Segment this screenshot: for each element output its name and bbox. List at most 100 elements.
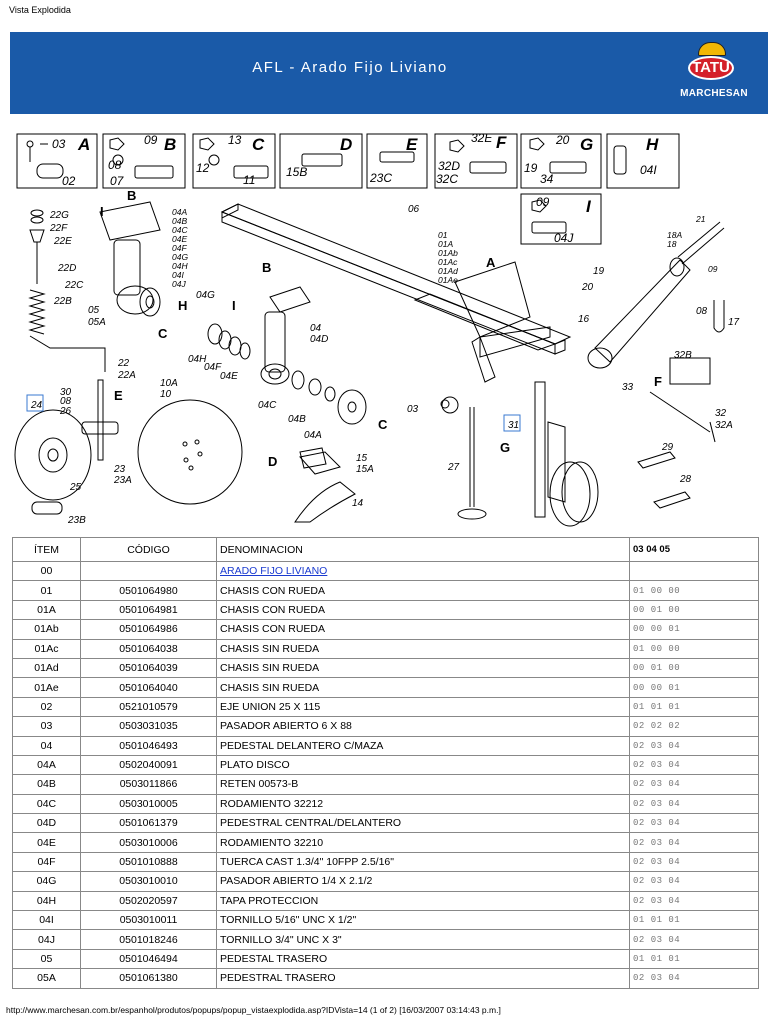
- svg-text:32: 32: [715, 408, 727, 419]
- svg-text:01Ab: 01Ab: [438, 248, 458, 258]
- svg-text:27: 27: [447, 462, 460, 473]
- cell-quantity: 02 03 04: [629, 774, 759, 795]
- cell-quantity: 00 00 01: [629, 619, 759, 640]
- cell-quantity: 01 00 00: [629, 580, 759, 601]
- detail-box-D: [279, 133, 363, 189]
- svg-text:32B: 32B: [674, 350, 692, 361]
- cell-name: EJE UNION 25 X 115: [216, 696, 630, 718]
- cell-item: 01: [12, 580, 81, 601]
- svg-text:12: 12: [196, 161, 210, 175]
- cell-item: 04J: [12, 929, 81, 950]
- svg-text:B: B: [262, 260, 271, 275]
- svg-text:22C: 22C: [64, 280, 84, 291]
- cell-code: 0521010579: [80, 696, 217, 718]
- cell-name: TAPA PROTECCION: [216, 890, 630, 912]
- svg-text:C: C: [252, 135, 265, 154]
- cell-quantity: 01 01 01: [629, 948, 759, 970]
- cell-code: 0501064986: [80, 619, 217, 640]
- svg-text:03: 03: [52, 137, 66, 151]
- svg-text:01Ac: 01Ac: [438, 257, 458, 267]
- cell-code: 0503010010: [80, 871, 217, 892]
- plow-disc: [137, 399, 243, 505]
- cell-quantity: 02 03 04: [629, 968, 759, 989]
- svg-text:F: F: [496, 133, 507, 152]
- cell-name: CHASIS CON RUEDA: [216, 619, 630, 640]
- svg-text:04C: 04C: [172, 225, 188, 235]
- svg-text:04H: 04H: [188, 354, 207, 365]
- cell-code: 0501064981: [80, 599, 217, 621]
- svg-text:18A: 18A: [667, 230, 682, 240]
- cell-name[interactable]: ARADO FIJO LIVIANO: [216, 560, 630, 582]
- cell-name: PEDESTRAL TRASERO: [216, 968, 630, 989]
- tatu-marchesan-logo: TATU MARCHESAN: [680, 38, 756, 108]
- svg-text:03: 03: [407, 404, 419, 415]
- svg-text:05: 05: [88, 305, 100, 316]
- support-stand: [441, 396, 487, 520]
- cell-quantity: 01 00 00: [629, 638, 759, 659]
- svg-text:04I: 04I: [640, 163, 657, 177]
- cell-code: 0503010006: [80, 832, 217, 853]
- svg-text:04G: 04G: [196, 290, 215, 301]
- svg-text:04J: 04J: [172, 279, 186, 289]
- svg-text:17: 17: [728, 317, 740, 328]
- column-header-code: CÓDIGO: [80, 537, 217, 562]
- svg-text:11: 11: [243, 173, 255, 187]
- svg-text:29: 29: [661, 442, 674, 453]
- cell-item: 02: [12, 696, 81, 718]
- svg-text:04G: 04G: [172, 252, 188, 262]
- svg-text:32D: 32D: [438, 159, 460, 173]
- cell-item: 01Ab: [12, 619, 81, 640]
- crank-axle: [587, 221, 725, 369]
- detail-box-H: [606, 133, 680, 189]
- page-title: AFL - Arado Fijo Liviano: [252, 59, 448, 76]
- chassis-frame: [220, 203, 572, 383]
- svg-text:H: H: [646, 135, 659, 154]
- svg-text:32E: 32E: [471, 131, 493, 145]
- cell-quantity: 02 03 04: [629, 890, 759, 912]
- cell-quantity: 02 03 04: [629, 851, 759, 873]
- cell-code: 0501010888: [80, 851, 217, 873]
- parts-table-header: ÍTEM CÓDIGO DENOMINACION 03 04 05: [12, 537, 759, 562]
- cell-code: 0501064040: [80, 677, 217, 698]
- cell-code: 0501064039: [80, 657, 217, 679]
- svg-text:19: 19: [524, 161, 538, 175]
- product-link[interactable]: ARADO FIJO LIVIANO: [220, 565, 328, 578]
- cell-item: 04G: [12, 871, 81, 892]
- logo-tatu-text: TATU: [692, 59, 730, 76]
- cell-name: PASADOR ABIERTO 1/4 X 2.1/2: [216, 871, 630, 892]
- cell-code: 0501046494: [80, 948, 217, 970]
- cell-code: 0501046493: [80, 735, 217, 756]
- svg-text:22E: 22E: [53, 236, 72, 247]
- svg-text:01: 01: [438, 230, 448, 240]
- svg-text:C: C: [158, 326, 168, 341]
- cell-item: 01Ad: [12, 657, 81, 679]
- svg-text:01Ae: 01Ae: [438, 275, 458, 285]
- cell-code: 0501064038: [80, 638, 217, 659]
- svg-text:15A: 15A: [356, 464, 374, 475]
- cell-name: TORNILLO 5/16" UNC X 1/2": [216, 910, 630, 931]
- svg-text:25: 25: [69, 482, 82, 493]
- cell-name: RODAMIENTO 32212: [216, 793, 630, 815]
- cell-item: 04B: [12, 774, 81, 795]
- svg-text:23A: 23A: [113, 475, 132, 486]
- cell-code: 0501061379: [80, 813, 217, 834]
- svg-text:23C: 23C: [369, 171, 392, 185]
- svg-text:09: 09: [144, 133, 158, 147]
- cell-quantity: [629, 560, 759, 582]
- cell-code: 0502020597: [80, 890, 217, 912]
